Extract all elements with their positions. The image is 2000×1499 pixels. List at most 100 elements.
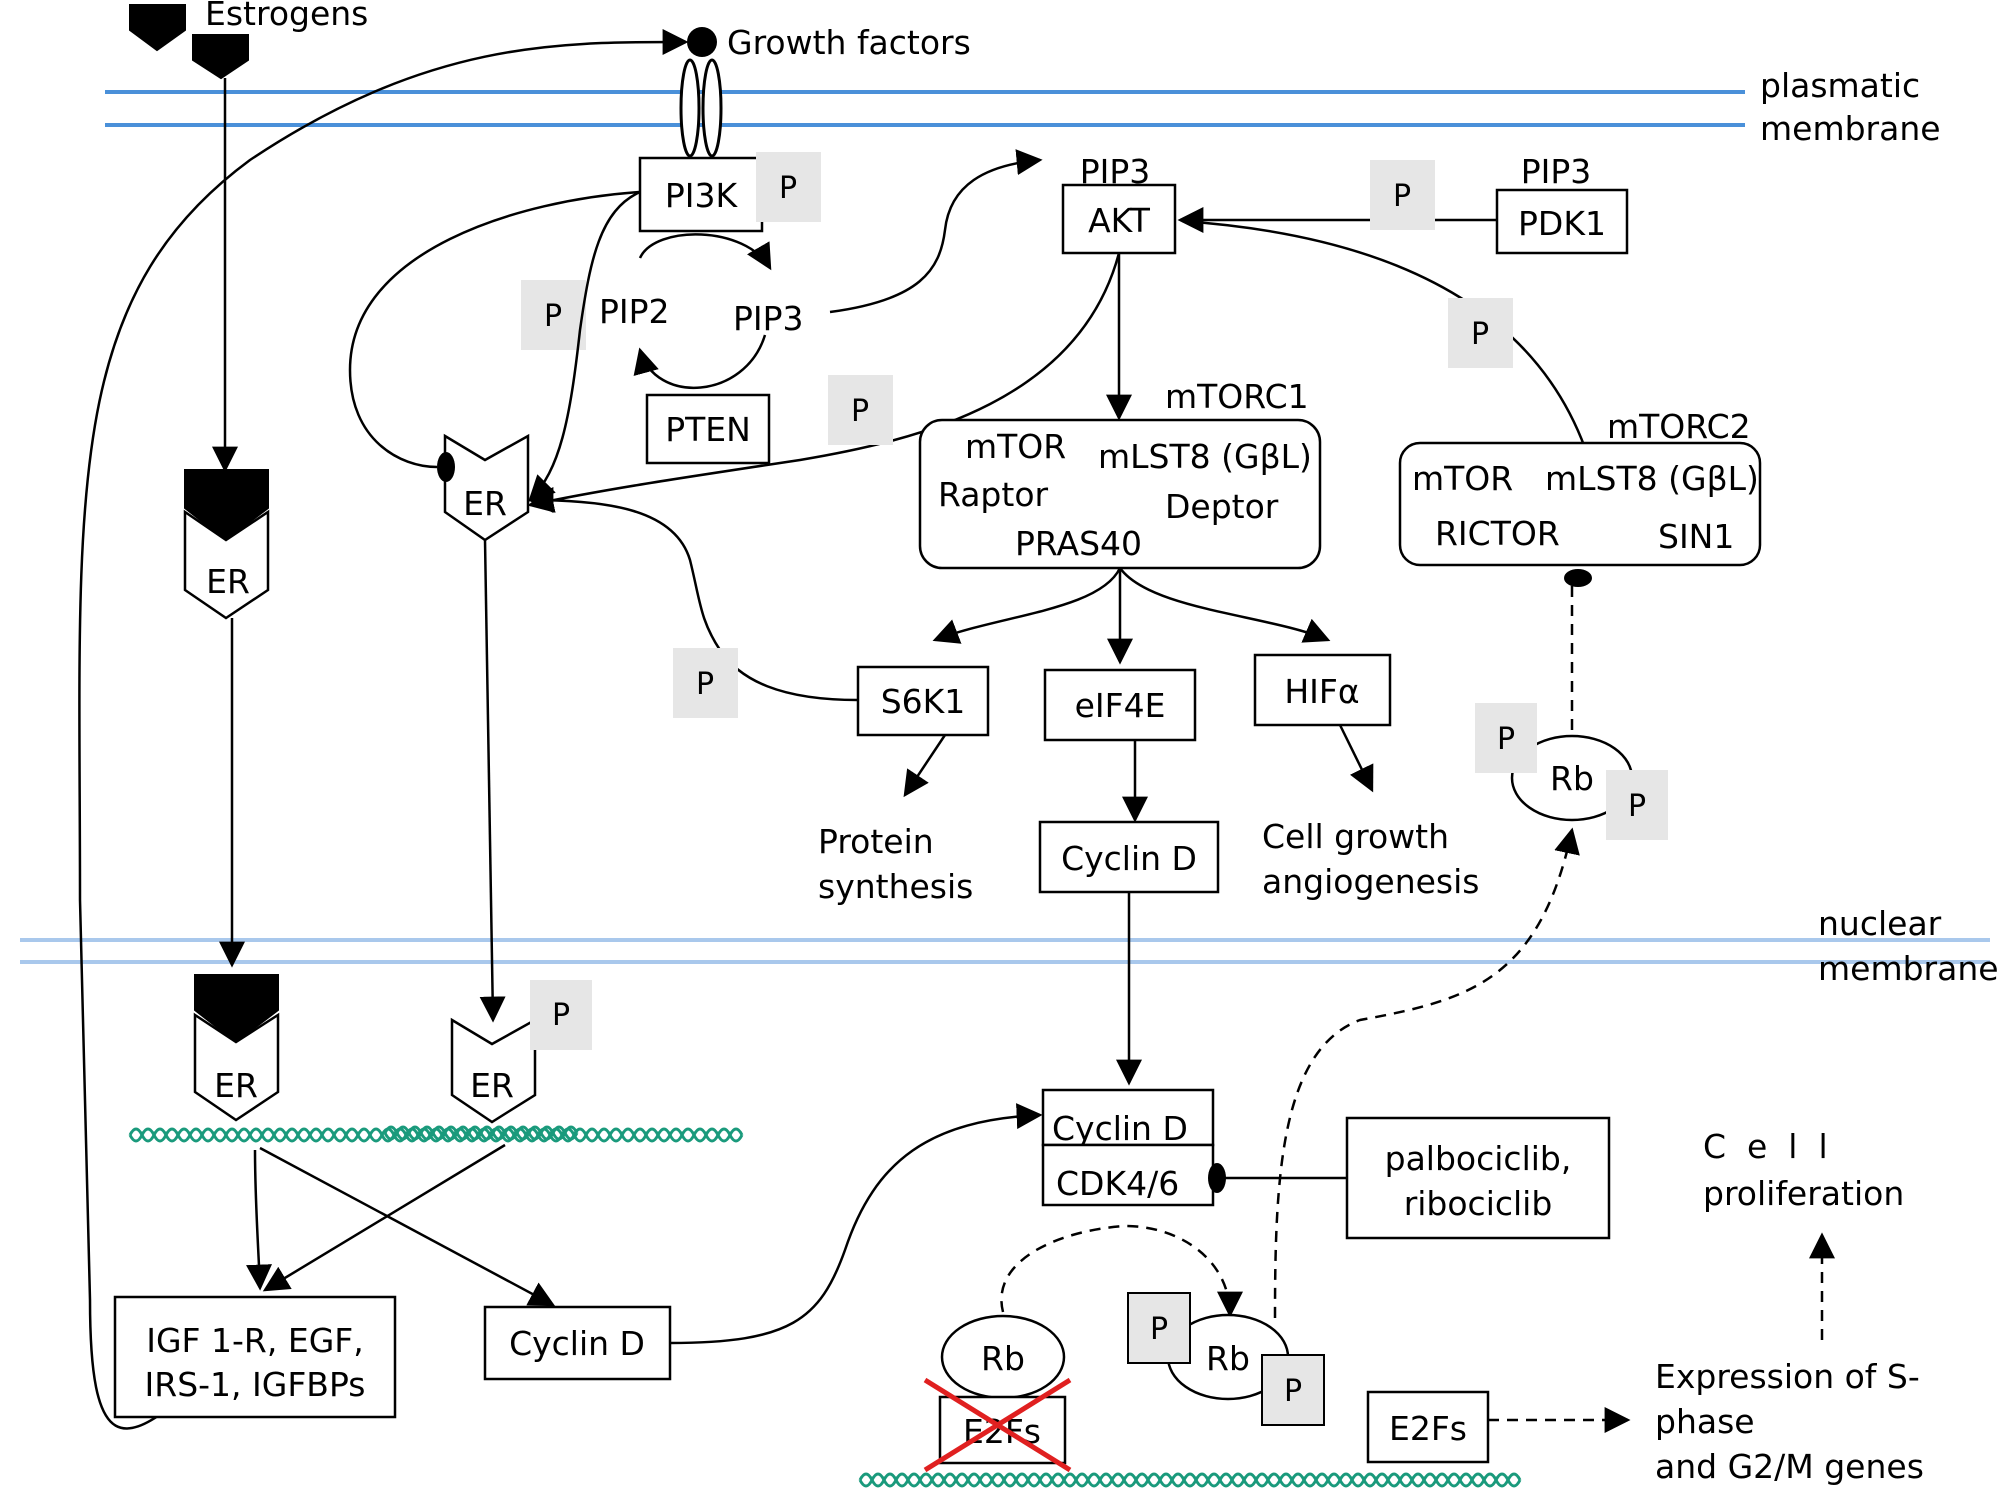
rb-nuc-to-cyto-arrow [1273,827,1580,1319]
er-center-label: ER [463,484,507,523]
pi3k-label: PI3K [665,176,739,215]
hifa-box [1253,653,1392,727]
cdk46-box [1041,1143,1215,1207]
mtorc1-pras40-label: PRAS40 [1015,524,1142,563]
phospho-label: P [779,171,797,206]
phospho-badge-rb-nuc-1 [1127,1292,1191,1364]
phospho-badge-s6k1 [673,648,738,718]
rb-phos-label: Rb [1206,1339,1250,1378]
rb-label: Rb [981,1339,1025,1378]
estrogen-er-complex-nuc [193,974,280,1122]
akt-label: AKT [1088,201,1151,240]
igf-box [113,1295,397,1419]
s6k1-label: S6K1 [881,682,966,721]
er-phospho-dna-to-igf-arrow [262,1143,506,1292]
er-nuc-phospho-label: ER [470,1066,514,1105]
hifa-label: HIFα [1284,672,1359,711]
mtorc1-raptor-label: Raptor [938,475,1049,514]
mtorc1-to-hifa-arrow [1118,567,1331,643]
mtorc1-deptor-label: Deptor [1165,487,1279,526]
pi3k-box [638,156,764,233]
phospho-badge-mtorc2 [1448,298,1513,368]
mtorc2-mtor-label: mTOR [1412,459,1513,498]
phospho-label: P [1150,1312,1168,1347]
inhibition-head-icon [1564,569,1592,587]
phospho-label: P [552,998,570,1033]
pip2-to-pip3-arrow [638,233,772,271]
pi3k-to-er-inhibit-curve [348,190,641,469]
mtorc2-sin1-label: SIN1 [1658,517,1734,556]
growth-factor-receptor-icon [679,27,723,158]
estrogen-icon [129,4,249,80]
phospho-badge-er-nuc [530,980,592,1050]
phospho-label: P [1471,317,1489,352]
phospho-badge-pip [521,280,586,350]
cyclin-d-complex-label: Cyclin D [1052,1109,1188,1148]
pi3k-to-er-arrow [528,190,641,502]
nuclear-membrane-label-1: nuclear [1818,904,1942,943]
eif4e-box [1043,668,1197,742]
drug-box [1345,1116,1611,1240]
nuclear-membrane-label-2: membrane [1818,949,1999,988]
pdk1-label: PDK1 [1518,204,1606,243]
inhibition-head-icon [437,452,455,482]
cyclin-d-cyto-label: Cyclin D [1061,839,1197,878]
e2fs-box [1366,1390,1490,1464]
phospho-badge-pi3k [756,152,821,222]
phospho-badge-akt-er [828,375,893,445]
mtorc2-complex [1398,441,1762,567]
akt-to-er-arrow [527,252,1121,513]
pip3-cycle-label: PIP3 [733,299,804,338]
er-nuc-label: ER [214,1066,258,1105]
dna-strand-center [383,1125,579,1141]
expression-line2: phase [1655,1402,1755,1441]
phospho-label: P [1393,179,1411,214]
mtorc1-mlst8-label: mLST8 (GβL) [1098,437,1312,476]
mtorc2-mlst8-label: mLST8 (GβL) [1545,459,1759,498]
s6k1-box [856,665,990,737]
palbociclib-label: palbociclib, [1385,1139,1572,1178]
mtorc2-rictor-label: RICTOR [1435,514,1560,553]
er-cyto-label: ER [206,562,250,601]
angiogenesis-label: angiogenesis [1262,862,1479,901]
cdk46-label: CDK4/6 [1056,1164,1179,1203]
estrogens-label: Estrogens [205,0,368,33]
pip3-to-akt-arrow [829,149,1043,314]
cyclin-d-nuc-box [483,1305,672,1381]
mtorc2-to-akt-line [1181,219,1587,449]
blocked-cross-icon [923,1377,1072,1473]
pip3-to-pip2-arrow [633,334,767,390]
pdk1-box [1495,188,1629,255]
hifa-to-cell-growth-arrow [1338,724,1374,793]
plasma-membrane-label-2: membrane [1760,109,1941,148]
cell-growth-label: Cell growth [1262,817,1449,856]
plasma-membrane-label-1: plasmatic [1760,66,1920,105]
pten-box [645,393,771,465]
phospho-badge-rb-nuc-2 [1261,1354,1325,1426]
ribociclib-label: ribociclib [1404,1184,1553,1223]
phospho-label: P [696,667,714,702]
e2fs-label: E2Fs [1389,1409,1467,1448]
dna-strand-bottom [858,1472,1522,1488]
phospho-badge-rb-cyto-1 [1475,703,1537,773]
er-nuc-receptor [450,1017,537,1124]
mtorc1-to-s6k1-arrow [932,567,1122,644]
growth-factors-label: Growth factors [727,23,971,62]
pip3-pdk1-label: PIP3 [1521,152,1592,191]
mtorc1-label: mTORC1 [1165,377,1309,416]
phospho-label: P [1628,789,1646,824]
mtorc1-mtor-label: mTOR [965,427,1066,466]
er-cyto-receptor [443,433,530,542]
nuclear-membrane [20,938,1990,964]
protein-label: Protein [818,822,934,861]
phospho-label: P [1497,722,1515,757]
gf-feedback-arrow [78,28,689,1430]
eif4e-label: eIF4E [1075,686,1166,725]
pip2-label: PIP2 [599,292,670,331]
cyclin-d-cyto-box [1038,820,1220,894]
cdk46-phosphorylates-rb-arrow [1000,1224,1243,1318]
phospho-label: P [544,299,562,334]
dna-to-igf-arrow [246,1149,273,1291]
s6k1-to-protein-synthesis-arrow [903,734,947,798]
